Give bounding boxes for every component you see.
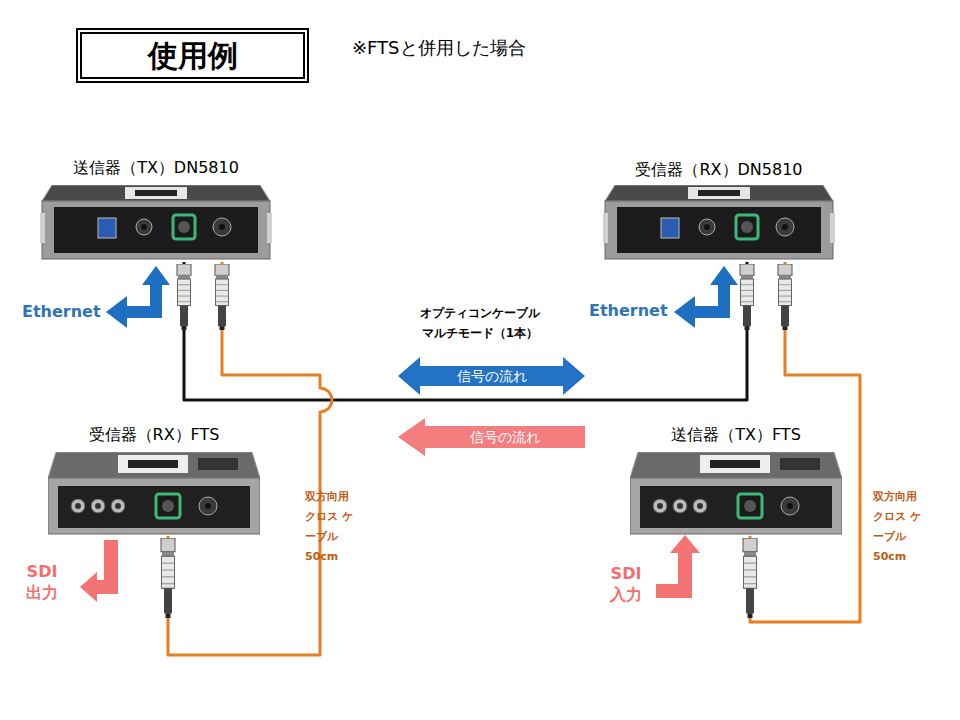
device-heading: 受信器（RX）FTS: [48, 425, 260, 445]
ethernet-label: Ethernet: [22, 301, 112, 323]
sdi-output-arrow: [96, 540, 118, 594]
title-box: 使用例: [76, 28, 309, 83]
device-node: 受信器（RX）DN5810: [603, 160, 835, 262]
ethernet-arrow-head: [106, 296, 127, 328]
device-photo: [40, 185, 272, 259]
device-photo: [48, 452, 260, 534]
device-node: 受信器（RX）FTS: [48, 425, 260, 536]
cable-plug: [161, 538, 175, 618]
device-heading: 受信器（RX）DN5810: [603, 160, 835, 180]
cable-plug: [215, 264, 229, 330]
connector-group: [168, 262, 860, 655]
signal-flow-label: 信号の流れ: [420, 367, 563, 385]
cable-plug: [740, 264, 754, 330]
device-node: 送信器（TX）FTS: [630, 425, 842, 536]
cable-label: 双方向用 クロス ケーブル 50cm: [305, 487, 355, 567]
device-heading: 送信器（TX）DN5810: [40, 158, 272, 178]
ethernet-label: Ethernet: [589, 300, 679, 322]
ethernet-arrow-head: [142, 266, 170, 285]
ethernet-arrow-head: [710, 266, 738, 285]
sdi-input-arrow-head: [670, 535, 700, 553]
cable-label: オプティコンケーブル マルチモード（1本）: [415, 303, 545, 343]
device-photo: [603, 185, 835, 259]
cable-label: 双方向用 クロス ケーブル 50cm: [873, 487, 923, 567]
ethernet-arrow: [694, 284, 730, 318]
signal-flow-arrow: [398, 418, 585, 456]
sdi-label: SDI 出力: [20, 561, 64, 603]
sdi-input-arrow: [656, 552, 692, 598]
device-heading: 送信器（TX）FTS: [630, 425, 842, 445]
device-photo: [630, 452, 842, 534]
note-text: ※FTSと併用した場合: [352, 36, 632, 60]
cable-connector: [168, 262, 332, 655]
sdi-output-arrow-head: [80, 572, 97, 602]
ethernet-arrow-head: [674, 296, 695, 328]
sdi-label: SDI 入力: [604, 563, 648, 605]
cable-plug: [778, 264, 792, 330]
cable-plug: [177, 264, 191, 330]
signal-flow-label: 信号の流れ: [425, 428, 585, 446]
signal-flow-arrow: [398, 357, 585, 395]
title-text: 使用例: [82, 34, 303, 77]
cable-connector: [184, 262, 747, 400]
device-node: 送信器（TX）DN5810: [40, 158, 272, 262]
ethernet-arrow: [126, 284, 162, 318]
cable-plug: [743, 538, 757, 618]
